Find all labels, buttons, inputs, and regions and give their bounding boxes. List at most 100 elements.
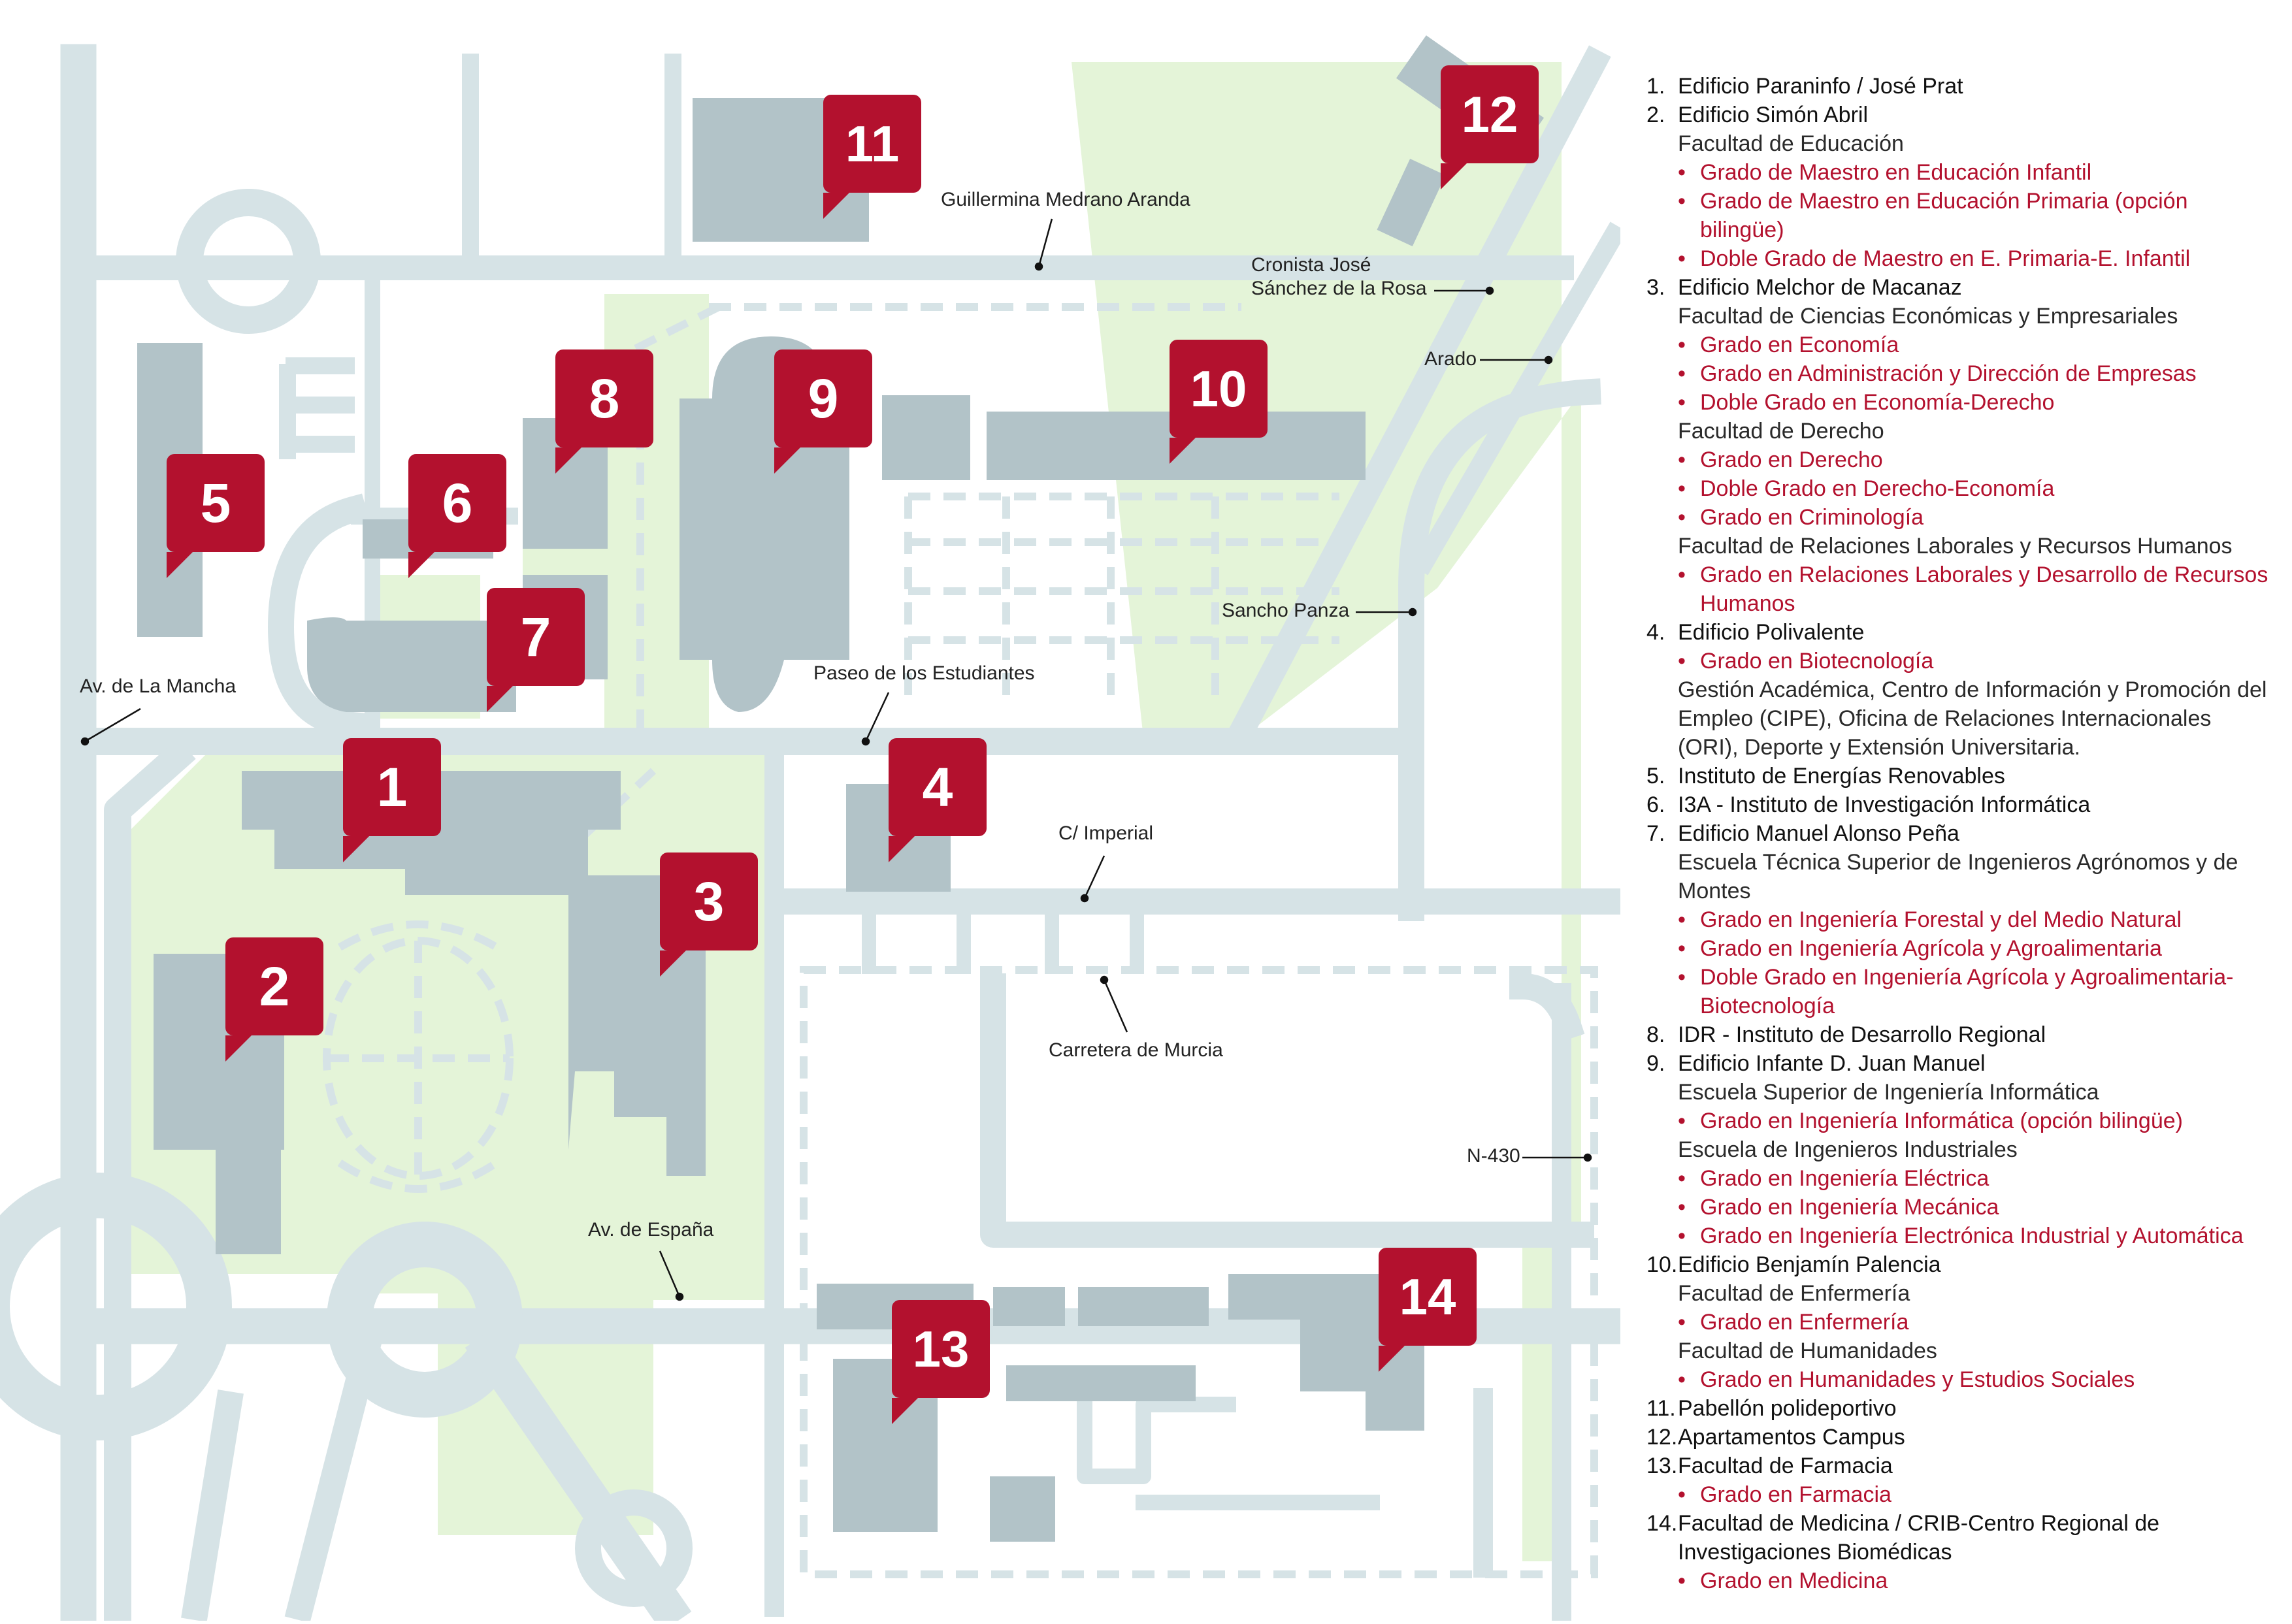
legend-degree[interactable]: Grado de Maestro en Educación Infantil — [1678, 158, 2274, 187]
legend-faculty: Escuela Técnica Superior de Ingenieros A… — [1678, 850, 2238, 903]
building-9b — [712, 660, 784, 712]
legend-building-title[interactable]: Edificio Paraninfo / José Prat — [1678, 74, 1963, 99]
legend-number: 10. — [1646, 1252, 1678, 1277]
marker-8[interactable]: 8 — [555, 349, 653, 474]
legend-degree[interactable]: Grado en Humanidades y Estudios Sociales — [1678, 1365, 2274, 1394]
marker-4[interactable]: 4 — [889, 738, 987, 862]
marker-9[interactable]: 9 — [774, 349, 872, 474]
street-label-av-mancha: Av. de La Mancha — [80, 675, 237, 697]
legend-number: 12. — [1646, 1425, 1678, 1450]
legend-degree[interactable]: Doble Grado en Derecho-Economía — [1678, 474, 2274, 503]
legend-building-title[interactable]: Edificio Benjamín Palencia — [1678, 1252, 1941, 1277]
legend-degree[interactable]: Grado en Ingeniería Eléctrica — [1678, 1164, 2274, 1193]
legend-degree[interactable]: Grado de Maestro en Educación Primaria (… — [1678, 187, 2274, 244]
legend-degree[interactable]: Grado en Enfermería — [1678, 1308, 2274, 1337]
marker-7[interactable]: 7 — [487, 588, 585, 712]
legend-building-title[interactable]: Apartamentos Campus — [1678, 1425, 1905, 1450]
legend-number: 6. — [1646, 792, 1665, 817]
legend-number: 7. — [1646, 821, 1665, 846]
building-mid-c — [1006, 1365, 1196, 1401]
street-label-paseo-estudiantes: Paseo de los Estudiantes — [813, 662, 1035, 684]
label-leaders — [80, 218, 1592, 1301]
legend-building-title[interactable]: Edificio Manuel Alonso Peña — [1678, 821, 1959, 846]
street-label-av-espana: Av. de España — [588, 1219, 714, 1241]
street-label-imperial: C/ Imperial — [1058, 822, 1154, 844]
legend-entry: 6. I3A - Instituto de Investigación Infor… — [1646, 790, 2274, 819]
legend-building-title[interactable]: I3A - Instituto de Investigación Informá… — [1678, 792, 2091, 817]
legend-number: 13. — [1646, 1453, 1678, 1478]
legend-degree[interactable]: Grado en Ingeniería Agrícola y Agroalime… — [1678, 934, 2274, 963]
legend-faculty: Escuela Superior de Ingeniería Informáti… — [1678, 1080, 2099, 1105]
building-14 — [1228, 1274, 1424, 1431]
legend-entry: 13.Facultad de FarmaciaGrado en Farmacia — [1646, 1452, 2274, 1509]
marker-10[interactable]: 10 — [1170, 340, 1268, 464]
building-14b — [1300, 1359, 1366, 1391]
marker-1[interactable]: 1 — [343, 738, 441, 862]
legend-entry: 8.IDR - Instituto de Desarrollo Regional — [1646, 1020, 2274, 1049]
legend-degree[interactable]: Doble Grado en Economía-Derecho — [1678, 388, 2274, 417]
legend-faculty: Facultad de Derecho — [1678, 419, 1884, 444]
building-10a — [882, 395, 970, 480]
legend-faculty: Facultad de Educación — [1678, 131, 1904, 156]
legend-building-title[interactable]: Instituto de Energías Renovables — [1678, 764, 2005, 788]
marker-11[interactable]: 11 — [823, 95, 921, 219]
street-label-sancho-panza: Sancho Panza — [1222, 600, 1350, 621]
building-12b — [1377, 158, 1446, 247]
legend-degree[interactable]: Grado en Criminología — [1678, 503, 2274, 532]
marker-6[interactable]: 6 — [408, 454, 506, 578]
street-label-cronista-1: Cronista José — [1251, 254, 1371, 276]
legend-building-title[interactable]: Facultad de Medicina / CRIB-Centro Regio… — [1678, 1511, 2160, 1565]
legend-degree[interactable]: Grado en Relaciones Laborales y Desarrol… — [1678, 560, 2274, 618]
legend-entry: 11.Pabellón polideportivo — [1646, 1394, 2274, 1423]
street-label-carretera-murcia: Carretera de Murcia — [1049, 1039, 1223, 1061]
legend-faculty: Escuela de Ingenieros Industriales — [1678, 1137, 2018, 1162]
legend-number: 9. — [1646, 1051, 1665, 1076]
legend-degree[interactable]: Grado en Ingeniería Forestal y del Medio… — [1678, 905, 2274, 934]
legend-building-title[interactable]: Edificio Polivalente — [1678, 620, 1865, 645]
legend-number: 11. — [1646, 1396, 1676, 1421]
legend-building-title[interactable]: IDR - Instituto de Desarrollo Regional — [1678, 1022, 2046, 1047]
legend-degree[interactable]: Grado en Ingeniería Informática (opción … — [1678, 1107, 2274, 1135]
legend-degree[interactable]: Grado en Farmacia — [1678, 1480, 2274, 1509]
legend-number: 1. — [1646, 74, 1665, 99]
street-label-n430: N-430 — [1467, 1145, 1520, 1167]
legend-number: 4. — [1646, 620, 1665, 645]
legend-faculty: Facultad de Enfermería — [1678, 1281, 1910, 1306]
legend-entry: 1. Edificio Paraninfo / José Prat — [1646, 72, 2274, 101]
marker-14[interactable]: 14 — [1379, 1248, 1477, 1372]
marker-5[interactable]: 5 — [167, 454, 265, 578]
legend-degree[interactable]: Grado en Medicina — [1678, 1567, 2274, 1595]
roads — [0, 44, 1632, 1624]
legend-degree[interactable]: Doble Grado en Ingeniería Agrícola y Agr… — [1678, 963, 2274, 1020]
legend-degree[interactable]: Grado en Biotecnología — [1678, 647, 2274, 675]
legend-faculty: Facultad de Relaciones Laborales y Recur… — [1678, 534, 2233, 559]
legend-degree[interactable]: Grado en Ingeniería Electrónica Industri… — [1678, 1222, 2274, 1250]
marker-2[interactable]: 2 — [225, 937, 323, 1062]
building-2b — [216, 1150, 281, 1254]
legend-building-title[interactable]: Edificio Infante D. Juan Manuel — [1678, 1051, 1986, 1076]
legend-degree[interactable]: Grado en Administración y Dirección de E… — [1678, 359, 2274, 388]
legend-building-title[interactable]: Pabellón polideportivo — [1678, 1396, 1897, 1421]
building-mid-a — [993, 1287, 1065, 1326]
legend-degree[interactable]: Grado en Economía — [1678, 331, 2274, 359]
building-3b — [614, 1058, 666, 1117]
legend-faculty: Facultad de Ciencias Económicas y Empres… — [1678, 304, 2178, 329]
legend-degree[interactable]: Doble Grado de Maestro en E. Primaria-E.… — [1678, 244, 2274, 273]
legend-building-title[interactable]: Edificio Melchor de Macanaz — [1678, 275, 1962, 300]
legend-faculty: Facultad de Humanidades — [1678, 1339, 1937, 1363]
marker-3[interactable]: 3 — [660, 853, 758, 977]
marker-12[interactable]: 12 — [1441, 65, 1539, 189]
legend-entry: 5.Instituto de Energías Renovables — [1646, 762, 2274, 790]
legend-entry: 4. Edificio PolivalenteGrado en Biotecnol… — [1646, 618, 2274, 762]
legend-building-title[interactable]: Facultad de Farmacia — [1678, 1453, 1893, 1478]
legend-degree[interactable]: Grado en Derecho — [1678, 446, 2274, 474]
legend-building-title[interactable]: Edificio Simón Abril — [1678, 103, 1869, 127]
building-mid-b — [1078, 1287, 1209, 1326]
legend-degree[interactable]: Grado en Ingeniería Mecánica — [1678, 1193, 2274, 1222]
campus-map: Guillermina Medrano Aranda Cronista José… — [0, 35, 1632, 1624]
marker-13[interactable]: 13 — [892, 1300, 990, 1424]
